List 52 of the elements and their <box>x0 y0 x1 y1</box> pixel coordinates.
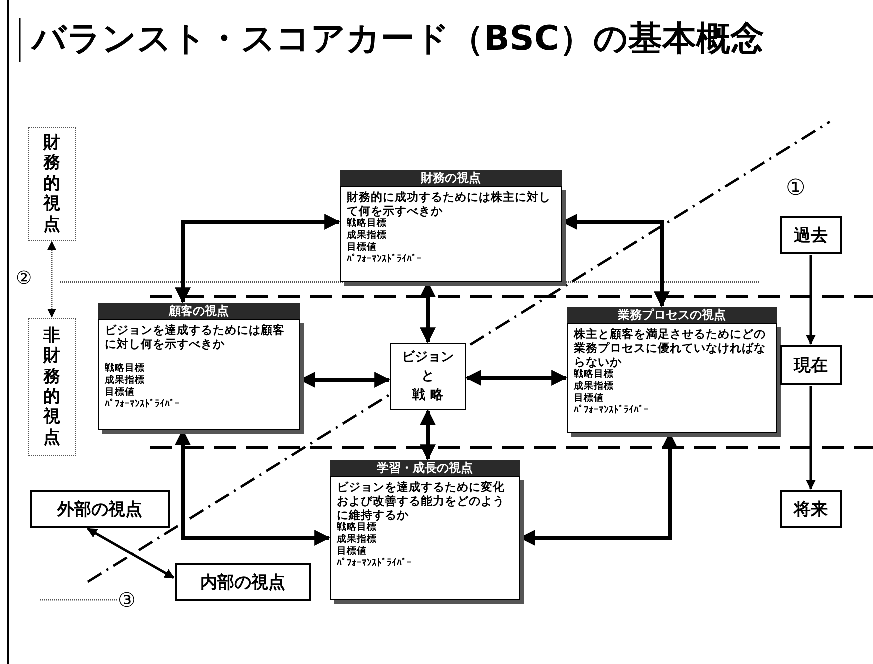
box-label: 財務的視点 <box>42 133 62 235</box>
item-text: 戦略目標 <box>574 369 615 381</box>
box-label: 非財務的視点 <box>42 326 62 448</box>
arrow <box>806 255 816 345</box>
box-label: ビジョン <box>401 349 455 367</box>
callout-number: ③ <box>118 589 140 611</box>
question-text: 財務的に成功するためには株主に対して何を示すべきか <box>347 190 552 218</box>
item-text: 目標値 <box>574 393 605 404</box>
item-text: 成果指標 <box>105 375 146 387</box>
heading-bar: 業務プロセスの視点 <box>567 307 777 323</box>
box-label: 過去 <box>794 224 828 246</box>
box-label: と <box>420 368 436 386</box>
label-box <box>780 216 842 254</box>
question-text: ビジョンを達成するためには顧客に対し何を示すべきか <box>105 323 286 351</box>
heading-bar: 財務の視点 <box>340 170 562 186</box>
heading-bar: 顧客の視点 <box>98 303 300 319</box>
box-label: 戦 略 <box>411 387 444 405</box>
item-text: 成果指標 <box>347 230 388 242</box>
arrow <box>465 370 568 386</box>
label-box <box>175 563 311 601</box>
question-text: 株主と顧客を満足させるためにどの業務プロセスに優れていなければならないか <box>574 327 767 369</box>
item-text: 戦略目標 <box>105 363 146 375</box>
question-text: ビジョンを達成するために変化および改善する能力をどのように維持するか <box>337 480 506 522</box>
item-text: 戦略目標 <box>347 218 388 230</box>
item-text: 成果指標 <box>574 381 615 393</box>
title: バランスト・スコアカード（BSC）の基本概念 <box>32 18 764 61</box>
item-text: 目標値 <box>105 387 136 398</box>
arrow <box>175 214 341 304</box>
category-box <box>28 127 76 241</box>
box-label: 現在 <box>794 354 828 376</box>
arrow <box>48 241 56 318</box>
heading-bar: 学習・成長の視点 <box>330 460 520 476</box>
arrow <box>87 528 175 580</box>
box-label: 外部の視点 <box>58 498 142 520</box>
arrow <box>806 386 816 490</box>
vision-box <box>390 343 466 410</box>
box-label: 内部の視点 <box>200 572 286 594</box>
item-text: 戦略目標 <box>337 522 378 534</box>
category-box <box>28 318 76 456</box>
item-text: ﾊﾟﾌｫｰﾏﾝｽﾄﾞﾗｲﾊﾞｰ <box>105 399 181 411</box>
label-box <box>780 490 842 528</box>
label-box <box>30 490 170 528</box>
item-text: 目標値 <box>337 546 368 558</box>
item-text: 成果指標 <box>337 534 378 546</box>
label-box <box>780 345 842 385</box>
arrow <box>420 409 436 461</box>
leader-line <box>40 599 117 601</box>
item-text: 目標値 <box>347 242 378 254</box>
item-text: ﾊﾟﾌｫｰﾏﾝｽﾄﾞﾗｲﾊﾞｰ <box>347 254 423 266</box>
box-label: 将来 <box>794 498 828 520</box>
item-text: ﾊﾟﾌｫｰﾏﾝｽﾄﾞﾗｲﾊﾞｰ <box>574 405 650 417</box>
item-text: ﾊﾟﾌｫｰﾏﾝｽﾄﾞﾗｲﾊﾞｰ <box>337 558 413 570</box>
